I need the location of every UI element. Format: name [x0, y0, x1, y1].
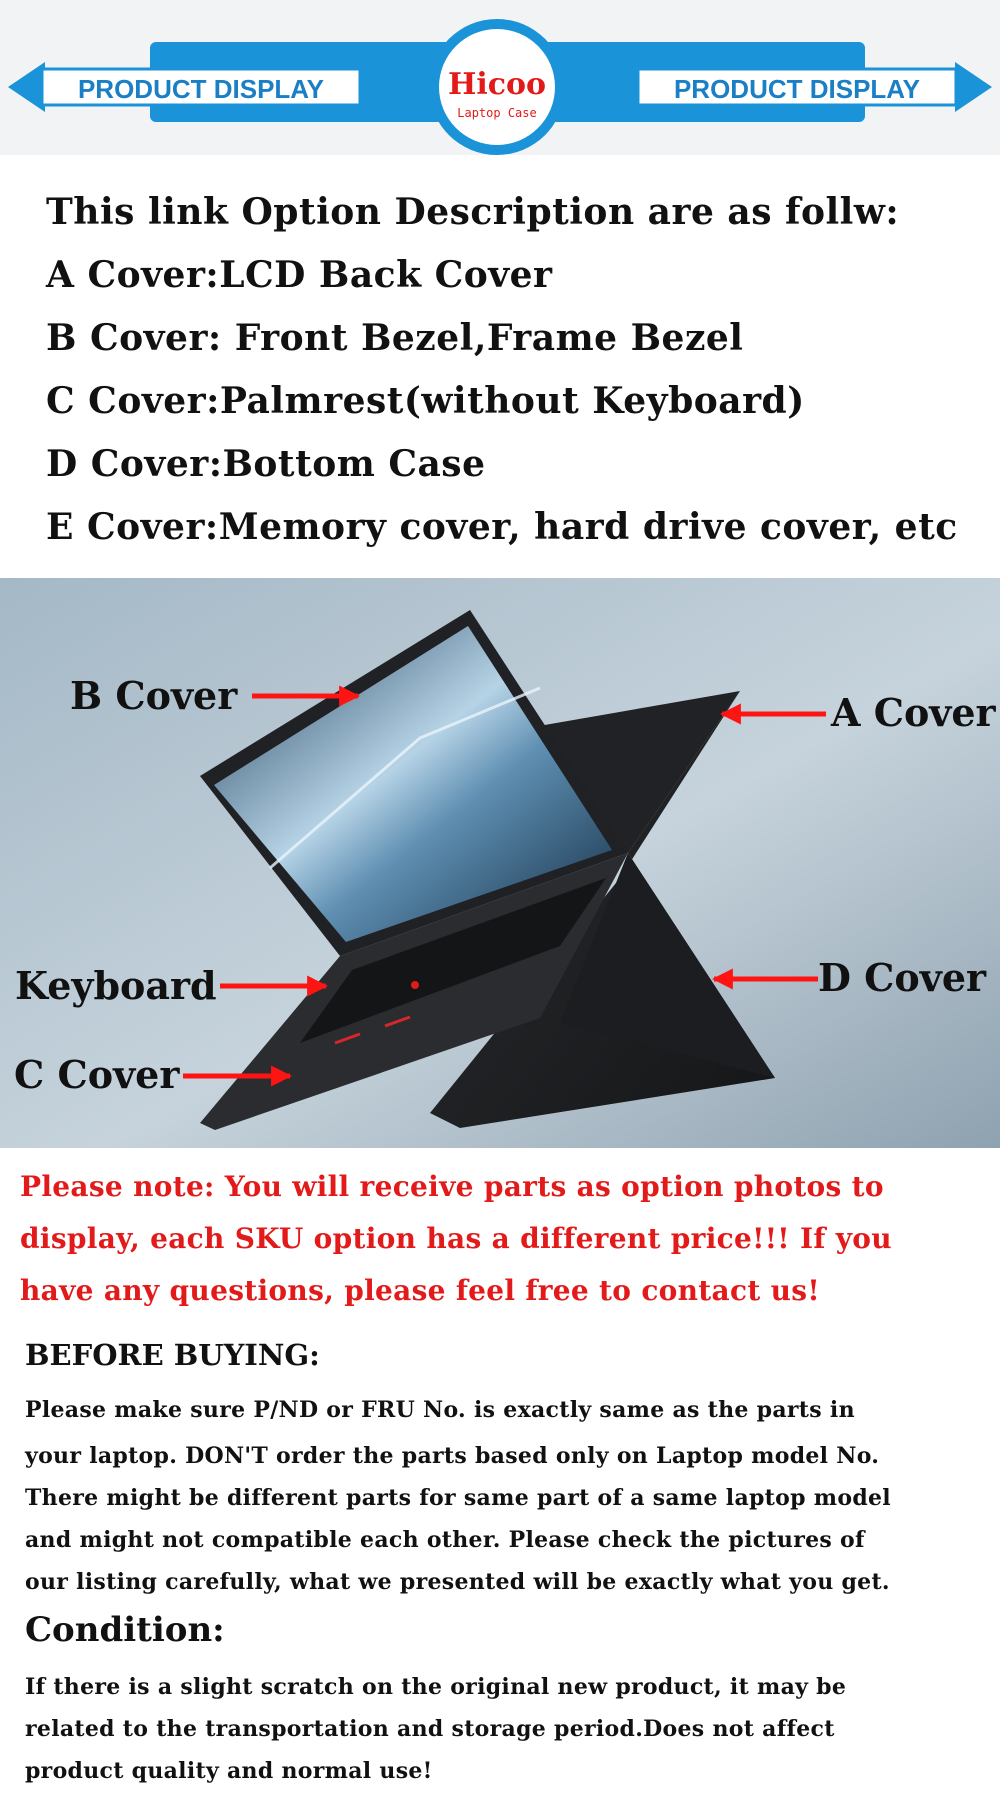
note-line-1: Please note: You will receive parts as o…	[20, 1170, 884, 1203]
condition-line-2: related to the transportation and storag…	[25, 1716, 835, 1742]
condition-line-1: If there is a slight scratch on the orig…	[25, 1674, 847, 1700]
a-cover-label: A Cover	[831, 690, 996, 735]
condition-heading: Condition:	[25, 1610, 225, 1650]
option-e: E Cover:Memory cover, hard drive cover, …	[46, 506, 958, 548]
trackpoint-button-right	[384, 1015, 411, 1028]
before-buying-line-4: and might not compatible each other. Ple…	[25, 1527, 865, 1553]
banner-right-box	[636, 67, 958, 107]
screen-shape	[214, 626, 612, 942]
banner-graphic: PRODUCT DISPLAY PRODUCT DISPLAY Hicoo La…	[8, 19, 992, 155]
option-a: A Cover:LCD Back Cover	[46, 254, 553, 296]
logo-title: Hicoo	[448, 67, 546, 102]
before-buying-heading: BEFORE BUYING:	[25, 1338, 320, 1372]
product-display-banner: PRODUCT DISPLAY PRODUCT DISPLAY Hicoo La…	[0, 0, 1000, 155]
d-cover-label: D Cover	[818, 955, 987, 1000]
banner-right-arrow-icon	[955, 62, 992, 112]
option-heading: This link Option Description are as foll…	[46, 191, 900, 233]
laptop-parts-diagram: B Cover A Cover Keyboard D Cover C Cover	[0, 578, 1000, 1148]
before-buying-line-1: Please make sure P/ND or FRU No. is exac…	[25, 1397, 855, 1423]
before-buying-line-3: There might be different parts for same …	[25, 1485, 891, 1511]
option-d: D Cover:Bottom Case	[46, 443, 486, 485]
trackpoint-dot	[411, 981, 419, 989]
d-cover-shape	[560, 853, 775, 1078]
before-buying-line-5: our listing carefully, what we presented…	[25, 1569, 890, 1595]
condition-line-3: product quality and normal use!	[25, 1758, 433, 1784]
laptop-illustration	[0, 578, 1000, 1148]
screen-highlight	[269, 686, 541, 870]
option-description: This link Option Description are as foll…	[0, 155, 1000, 578]
before-buying-line-2: your laptop. DON'T order the parts based…	[25, 1443, 880, 1469]
keyboard-shape	[300, 878, 606, 1043]
banner-left-label: PRODUCT DISPLAY	[78, 74, 324, 104]
trackpoint-button-left	[334, 1032, 361, 1045]
banner-right-label: PRODUCT DISPLAY	[674, 74, 920, 104]
keyboard-label: Keyboard	[15, 963, 217, 1008]
banner-left-arrow-icon	[8, 62, 45, 112]
b-cover-label: B Cover	[70, 673, 238, 718]
logo-circle	[439, 29, 555, 145]
note-line-3: have any questions, please feel free to …	[20, 1274, 820, 1307]
option-c: C Cover:Palmrest(without Keyboard)	[46, 380, 805, 422]
banner-left-box	[40, 67, 362, 107]
note-line-2: display, each SKU option has a different…	[20, 1222, 892, 1255]
option-b: B Cover: Front Bezel,Frame Bezel	[46, 317, 744, 359]
logo-subtitle: Laptop Case	[457, 106, 536, 120]
c-cover-label: C Cover	[14, 1052, 180, 1097]
